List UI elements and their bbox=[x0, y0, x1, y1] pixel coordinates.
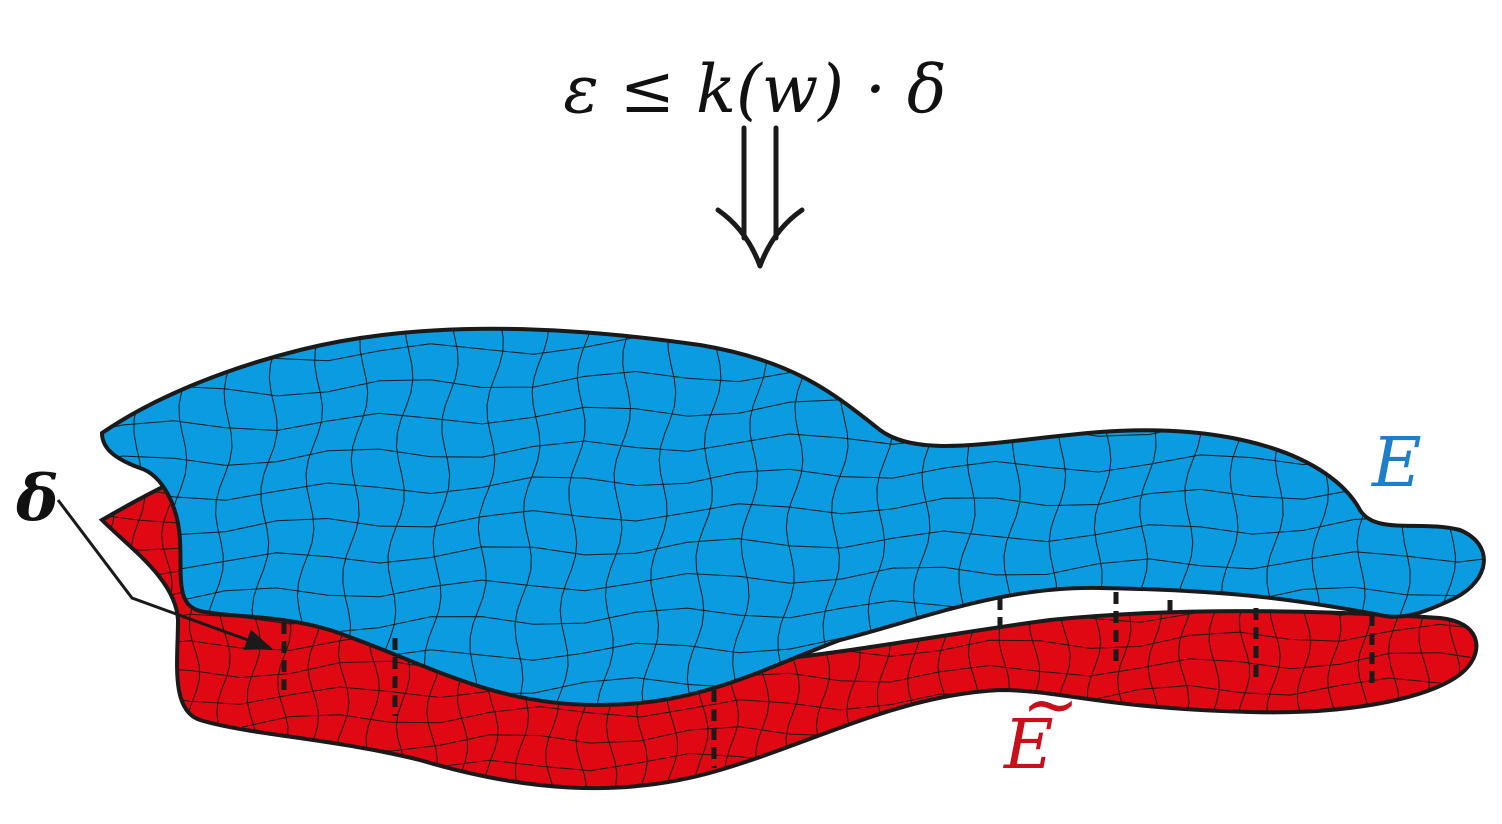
original-surface-fill bbox=[99, 326, 1486, 708]
mesh-line bbox=[102, 328, 106, 706]
double-down-arrow-icon bbox=[715, 125, 805, 269]
mesh-line bbox=[686, 328, 722, 706]
perturbed-surface-tilde: ~ bbox=[1022, 666, 1079, 745]
mesh-line bbox=[102, 514, 1484, 571]
mesh-line bbox=[424, 328, 459, 706]
mesh-line bbox=[102, 750, 1477, 789]
mesh-line bbox=[777, 328, 812, 706]
pointer-arrow-icon bbox=[56, 499, 273, 650]
mesh-line bbox=[102, 447, 1484, 507]
mesh-line bbox=[102, 545, 1484, 605]
original-surface-label: E bbox=[1370, 424, 1422, 503]
mesh-line bbox=[102, 328, 1484, 335]
mesh-line bbox=[596, 328, 638, 706]
mesh-line bbox=[102, 677, 1477, 733]
mesh-line bbox=[510, 328, 550, 706]
mesh-line bbox=[65, 450, 84, 810]
offset-markers bbox=[281, 592, 1375, 768]
mesh-line bbox=[469, 328, 504, 706]
mesh-line bbox=[102, 470, 115, 789]
mesh-line bbox=[1473, 470, 1477, 789]
mesh-line bbox=[1475, 328, 1484, 706]
mesh-line bbox=[102, 652, 1477, 711]
formula-text: ε ≤ k(w) · δ bbox=[563, 51, 946, 128]
offset-label: δ bbox=[15, 461, 59, 536]
mesh-line bbox=[641, 328, 677, 706]
mesh-line bbox=[102, 481, 1484, 537]
perturbed-surface-label: E bbox=[1002, 706, 1054, 785]
mesh-line bbox=[732, 328, 767, 706]
